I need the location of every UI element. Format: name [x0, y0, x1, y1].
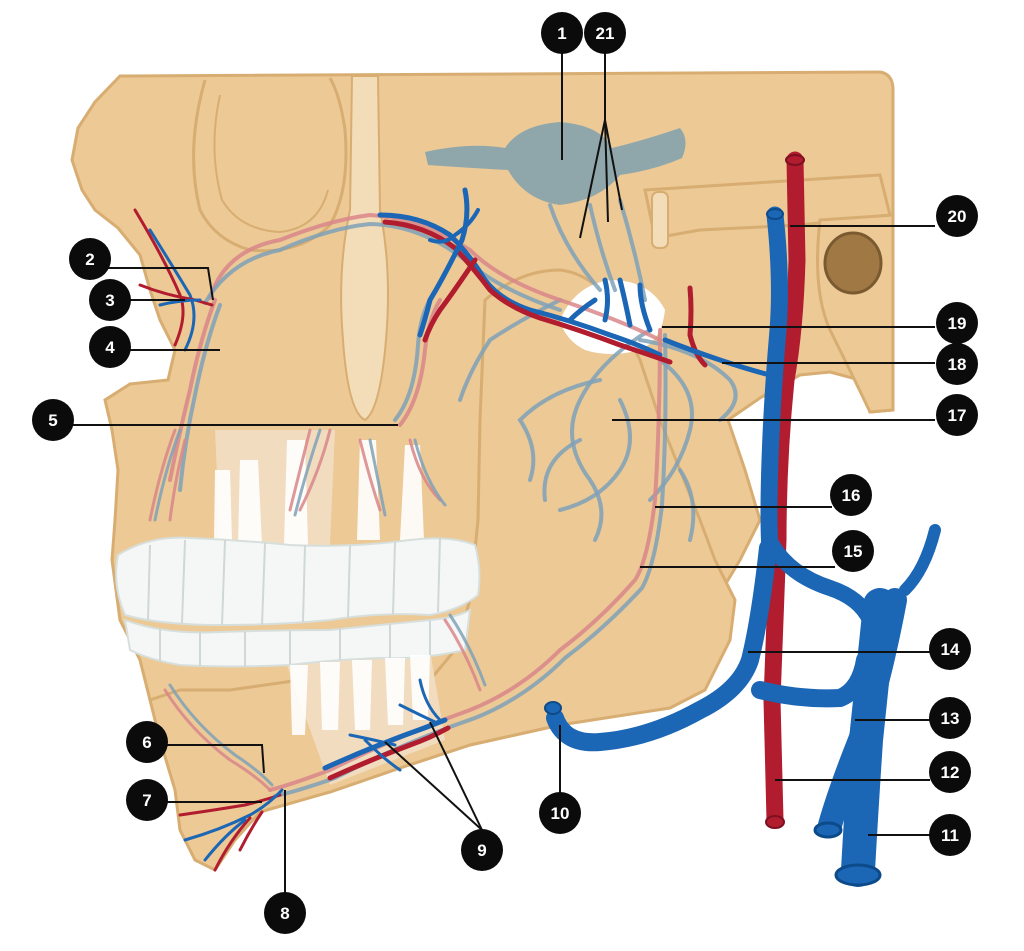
marker-19: 19 — [936, 302, 978, 344]
carotid-end — [765, 815, 785, 829]
anterior-jugular — [899, 524, 941, 596]
vein-end-10 — [544, 701, 562, 715]
orbit-inner — [213, 94, 329, 234]
vein-top-end — [766, 208, 784, 220]
upper-tooth-lines — [147, 537, 441, 626]
marker-8-label: 8 — [280, 904, 289, 923]
marker-3-label: 3 — [105, 291, 114, 310]
marker-9-label: 9 — [477, 841, 486, 860]
cavernous-sinus — [425, 122, 686, 205]
marker-14: 14 — [929, 628, 971, 670]
marker-16: 16 — [830, 474, 872, 516]
leader-9a — [384, 741, 483, 831]
external-jugular — [818, 588, 907, 837]
marker-3: 3 — [89, 279, 131, 321]
lower-root-4 — [385, 658, 405, 725]
marker-6-label: 6 — [142, 733, 151, 752]
lower-root-3 — [352, 660, 372, 730]
marker-21: 21 — [584, 12, 626, 54]
marker-11-label: 11 — [941, 826, 959, 845]
marker-16-label: 16 — [842, 486, 861, 505]
marker-15: 15 — [832, 530, 874, 572]
marker-12: 12 — [929, 751, 971, 793]
marker-8: 8 — [264, 892, 306, 934]
marker-12-label: 12 — [941, 763, 960, 782]
upper-teeth-crowns — [115, 536, 481, 627]
marker-2-label: 2 — [85, 250, 94, 269]
leader-9b — [429, 721, 483, 831]
marker-17-label: 17 — [948, 406, 967, 425]
pterygoid-plexus — [458, 198, 738, 542]
markers: 1 21 2 3 4 5 6 7 — [32, 12, 978, 934]
posterior-branch — [764, 537, 878, 628]
leader-2 — [108, 267, 214, 301]
leader-21b — [604, 119, 609, 223]
ext-jugular-end — [813, 821, 843, 839]
marker-20-label: 20 — [948, 207, 967, 226]
marker-13: 13 — [929, 697, 971, 739]
artery-top-end — [785, 154, 805, 166]
lower-root-1 — [290, 665, 308, 735]
marker-13-label: 13 — [941, 709, 960, 728]
jugular-end — [834, 863, 882, 887]
maxilla-cutaway — [215, 430, 335, 545]
marker-4-label: 4 — [105, 338, 115, 357]
nasal-septum — [340, 75, 389, 422]
marker-5: 5 — [32, 399, 74, 441]
marker-9: 9 — [461, 829, 503, 871]
leader-21c — [604, 119, 623, 211]
ear-canal — [823, 231, 883, 295]
upper-root-4 — [357, 440, 380, 540]
marker-5-label: 5 — [48, 411, 57, 430]
marker-1: 1 — [541, 12, 583, 54]
marker-14-label: 14 — [941, 640, 960, 659]
marker-7-label: 7 — [142, 791, 151, 810]
marker-21-label: 21 — [596, 24, 615, 43]
carotid-artery — [763, 151, 806, 829]
leader-6 — [165, 744, 265, 774]
marker-2: 2 — [69, 238, 111, 280]
marker-20: 20 — [936, 195, 978, 237]
marker-4: 4 — [89, 326, 131, 368]
marker-10-label: 10 — [551, 804, 570, 823]
lower-root-5 — [410, 655, 430, 720]
marker-10: 10 — [539, 792, 581, 834]
zygomatic-process — [651, 191, 669, 249]
marker-18: 18 — [936, 343, 978, 385]
leader-lines — [72, 50, 935, 893]
upper-root-2 — [238, 460, 262, 545]
lower-root-2 — [320, 662, 340, 730]
marker-15-label: 15 — [844, 542, 863, 561]
marker-11: 11 — [929, 814, 971, 856]
marker-7: 7 — [126, 779, 168, 821]
lower-teeth-crowns — [123, 608, 472, 668]
facial-vessels — [148, 212, 668, 798]
marker-1-label: 1 — [557, 24, 566, 43]
marker-18-label: 18 — [948, 355, 967, 374]
jugular-branch — [546, 539, 777, 752]
marker-6: 6 — [126, 721, 168, 763]
marker-17: 17 — [936, 394, 978, 436]
neck-vessels — [544, 151, 941, 887]
teeth — [115, 440, 481, 735]
upper-root-1 — [214, 470, 232, 540]
marker-19-label: 19 — [948, 314, 967, 333]
lower-tooth-lines — [159, 620, 431, 667]
